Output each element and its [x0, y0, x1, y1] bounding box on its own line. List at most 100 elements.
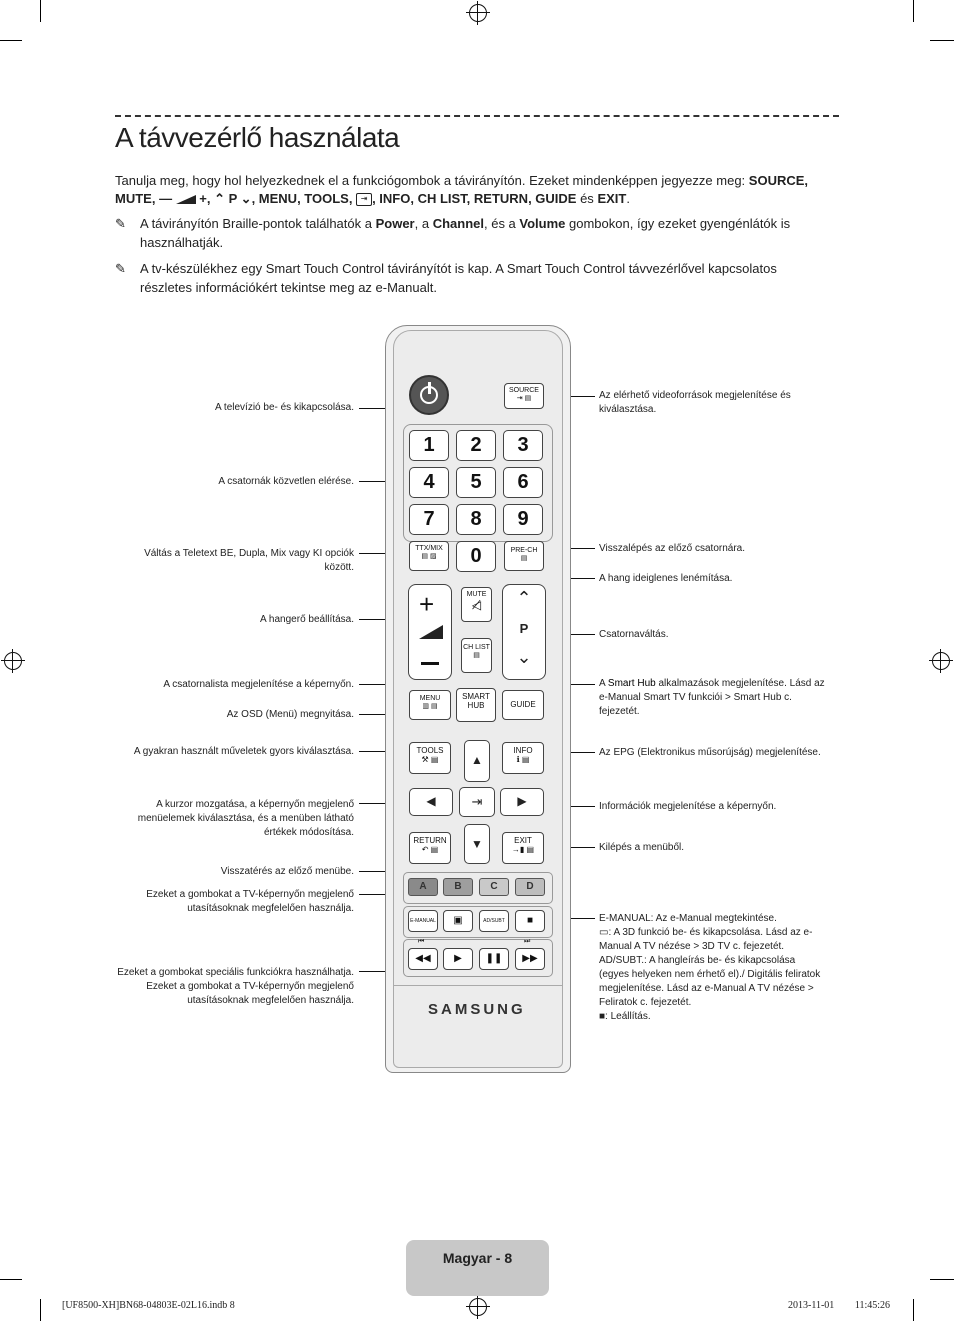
- exit-label: EXIT: [514, 836, 532, 845]
- label-text: : A hangleírás be- és kikapcsolása (egye…: [599, 955, 821, 994]
- right-arrow-button[interactable]: ▶: [500, 788, 544, 816]
- label-smarthub: A Smart Hub alkalmazások megjelenítése. …: [599, 677, 829, 719]
- label-text: Az: [599, 747, 614, 758]
- leader-line: [359, 751, 407, 752]
- mute-label: MUTE: [466, 591, 487, 598]
- leader-line: [359, 619, 407, 620]
- note-text: , és a: [483, 216, 520, 231]
- channel-down-icon: ⌄: [516, 647, 532, 667]
- label-key: Smart Hub: [733, 692, 782, 703]
- label-emanual: E-MANUAL: Az e-Manual megtekintése. ▭: A…: [599, 912, 824, 1024]
- remote-divider: [394, 985, 562, 986]
- skip-back-icon: ⏮: [418, 938, 425, 945]
- title-rule: [115, 115, 839, 117]
- leader-line: [359, 971, 407, 972]
- note-key: Channel: [432, 216, 484, 231]
- source-icon: ⇥ ▤: [516, 395, 532, 402]
- guide-button[interactable]: GUIDE: [502, 690, 544, 720]
- smart-hub-button[interactable]: SMART HUB: [456, 688, 496, 722]
- chlist-label: CH LIST: [463, 644, 490, 651]
- menu-icon: ▥ ▤: [422, 703, 438, 710]
- e-manual-button[interactable]: E-MANUAL: [408, 910, 438, 932]
- mute-button[interactable]: MUTE◁̸: [461, 587, 492, 622]
- page-number: Magyar - 8: [442, 1250, 513, 1266]
- up-arrow-button[interactable]: ▲: [464, 740, 490, 782]
- color-button-d[interactable]: D: [515, 878, 545, 896]
- note-text: gombokon, így ezeket gyengénlátók is has…: [140, 216, 791, 250]
- stop-button[interactable]: ■: [515, 910, 545, 932]
- menu-button[interactable]: MENU▥ ▤: [409, 690, 451, 720]
- label-text: (Elektronikus műsorújság) megjelenítése.: [634, 747, 821, 758]
- left-arrow-button[interactable]: ◀: [409, 788, 453, 816]
- 3d-button[interactable]: ▣: [443, 910, 473, 932]
- number-9-button[interactable]: 9: [503, 504, 543, 535]
- label-key: EPG: [613, 747, 635, 758]
- smarthub-key-icon: ⇥: [356, 193, 373, 207]
- crop-mark: [913, 1299, 914, 1321]
- number-7-button[interactable]: 7: [409, 504, 449, 535]
- fast-forward-button[interactable]: ▶▶: [515, 948, 545, 970]
- pencil-icon: ✎: [115, 261, 126, 276]
- label-text: c. fejezetét.: [730, 941, 785, 952]
- pre-ch-button[interactable]: PRE-CH▤: [504, 541, 544, 571]
- menu-label: MENU: [419, 695, 441, 702]
- number-1-button[interactable]: 1: [409, 430, 449, 461]
- number-2-button[interactable]: 2: [456, 430, 496, 461]
- rewind-button[interactable]: ◀◀: [408, 948, 438, 970]
- color-button-a[interactable]: A: [408, 878, 438, 896]
- leader-line: [359, 871, 407, 872]
- label-key: A TV nézése: [748, 983, 806, 994]
- intro-text: és: [576, 191, 598, 206]
- note-text: A távirányítón Braille-pontok találhatók…: [140, 216, 376, 231]
- enter-button[interactable]: ⇥: [459, 787, 495, 817]
- down-arrow-button[interactable]: ▼: [464, 824, 490, 864]
- crop-mark: [930, 40, 954, 41]
- number-6-button[interactable]: 6: [503, 467, 543, 498]
- label-key: Smart TV funkciói: [643, 692, 723, 703]
- exit-button[interactable]: EXIT→▮ ▤: [502, 832, 544, 864]
- fast-forward-icon: ▶▶: [522, 953, 538, 964]
- play-button[interactable]: ▶: [443, 948, 473, 970]
- power-button[interactable]: [409, 375, 449, 415]
- channel-label: P: [519, 621, 529, 636]
- number-5-button[interactable]: 5: [456, 467, 496, 498]
- number-3-button[interactable]: 3: [503, 430, 543, 461]
- channel-rocker[interactable]: ⌃ P ⌄: [502, 584, 546, 680]
- adsubt-label: AD/SUBT: [483, 918, 505, 924]
- label-key: Feliratok: [599, 997, 638, 1008]
- stop-icon: ■: [526, 915, 534, 926]
- label-text: : A 3D funkció be- és kikapcsolása. Lásd…: [599, 927, 813, 952]
- return-button[interactable]: RETURN↶ ▤: [409, 832, 451, 864]
- leader-line: [571, 806, 595, 807]
- label-mute: A hang ideiglenes lenémítása.: [599, 573, 733, 584]
- number-0-button[interactable]: 0: [456, 541, 496, 572]
- source-button[interactable]: SOURCE⇥ ▤: [504, 383, 544, 409]
- prech-icon: ▤: [520, 555, 528, 562]
- teletext-icon: ▤ ▨: [421, 553, 437, 560]
- channel-up-icon: ⌃: [516, 588, 532, 608]
- tools-button[interactable]: TOOLS⚒ ▤: [409, 742, 451, 774]
- number-4-button[interactable]: 4: [409, 467, 449, 498]
- pause-button[interactable]: ❚❚: [479, 948, 509, 970]
- note-text: , a: [414, 216, 433, 231]
- tools-icon: ⚒ ▤: [421, 755, 439, 764]
- number-8-button[interactable]: 8: [456, 504, 496, 535]
- label-menu: Az OSD (Menü) megnyitása.: [226, 709, 354, 720]
- ad-subt-button[interactable]: AD/SUBT: [479, 910, 509, 932]
- ch-list-button[interactable]: CH LIST▤: [461, 638, 492, 673]
- chlist-icon: ▤: [473, 652, 480, 659]
- leader-line: [359, 481, 407, 482]
- color-button-c[interactable]: C: [479, 878, 509, 896]
- info-icon: ℹ ▤: [516, 755, 530, 764]
- skip-forward-icon: ⏭: [524, 938, 531, 945]
- intro-keys: SOURCE,: [748, 173, 809, 188]
- leader-line: [359, 553, 407, 554]
- ttx-mix-button[interactable]: TTX/MIX▤ ▨: [409, 541, 449, 571]
- color-button-b[interactable]: B: [443, 878, 473, 896]
- crop-mark: [40, 0, 41, 22]
- color-buttons-group: [403, 872, 553, 904]
- leader-line: [571, 752, 595, 753]
- volume-rocker[interactable]: +: [408, 584, 452, 680]
- 3d-icon: ▣: [453, 915, 463, 926]
